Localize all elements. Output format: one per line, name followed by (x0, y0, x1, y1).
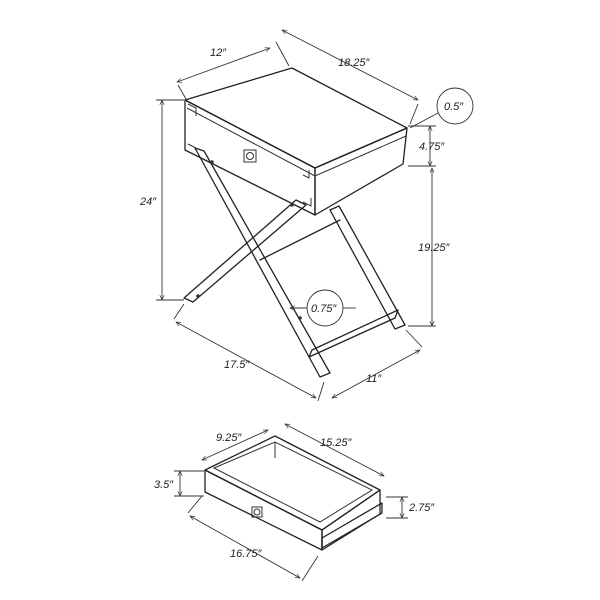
drawer-drawing: 9.25″ 15.25″ 3.5″ 2.75″ 16.75″ (154, 423, 435, 582)
back-leg-a (329, 205, 406, 330)
dim-ext (409, 103, 419, 125)
corner-bracket (302, 198, 312, 207)
corner-bracket (187, 103, 197, 116)
label-drawer-inner-height: 2.75″ (408, 502, 435, 514)
back-leg-b (308, 309, 399, 358)
label-base-depth: 11″ (366, 373, 382, 385)
label-table-width: 18.25″ (338, 57, 371, 69)
dim-line-base-width (176, 321, 316, 399)
drawer-front-panel (204, 469, 323, 551)
dim-line-drawer-outer-width (190, 515, 300, 579)
corner-bracket (302, 170, 310, 179)
front-leg-a (194, 147, 331, 378)
cross-stretcher (259, 219, 341, 261)
dim-ext (275, 41, 290, 67)
label-drawer-front-height: 4.75″ (419, 141, 445, 153)
bolt (210, 160, 214, 164)
dim-ext (173, 303, 185, 320)
callout-leader (409, 112, 439, 129)
label-top-thickness: 0.5″ (444, 101, 464, 113)
label-overall-height: 24″ (139, 196, 157, 208)
front-leg-b (183, 199, 307, 303)
drawer-side-panel (321, 489, 381, 551)
dim-ext (405, 329, 423, 348)
drawer-pull-icon (243, 149, 257, 163)
dim-line-base-depth (332, 349, 420, 399)
label-base-width: 17.5″ (224, 359, 250, 371)
label-drawer-inner-width: 15.25″ (320, 437, 353, 449)
dim-line-drawer-width (285, 423, 384, 477)
drawer-pull-ring (253, 508, 261, 516)
label-leg-clearance: 19.25″ (418, 242, 451, 254)
bolt (290, 203, 294, 207)
dim-ext (177, 84, 187, 100)
corner-bracket (187, 143, 197, 149)
callout-circle (436, 87, 474, 125)
side-table-drawing: 12″ 18.25″ 0.5″ 4.75″ 19.25″ 24″ 0.75″ 1 (139, 29, 474, 402)
drawer-pull-ring (246, 152, 254, 160)
dim-ext (317, 381, 325, 402)
label-table-depth: 12″ (210, 47, 227, 59)
dim-ext (187, 495, 203, 514)
bolt (196, 294, 200, 298)
top-edge-line-side (314, 135, 407, 177)
label-drawer-outer-height: 3.5″ (154, 479, 174, 491)
label-drawer-outer-width: 16.75″ (230, 548, 263, 560)
cabinet-side-face (314, 127, 408, 216)
dim-line-width (282, 29, 418, 101)
label-drawer-depth: 9.25″ (216, 432, 242, 444)
drawer-runner (321, 502, 383, 549)
dim-line-depth (177, 48, 270, 82)
dim-line-drawer-depth (202, 429, 268, 461)
label-leg-thickness: 0.75″ (311, 303, 337, 315)
bolt (298, 316, 302, 320)
top-edge-line (186, 107, 316, 177)
dim-ext (301, 555, 319, 582)
drawer-top-rim (204, 435, 381, 531)
